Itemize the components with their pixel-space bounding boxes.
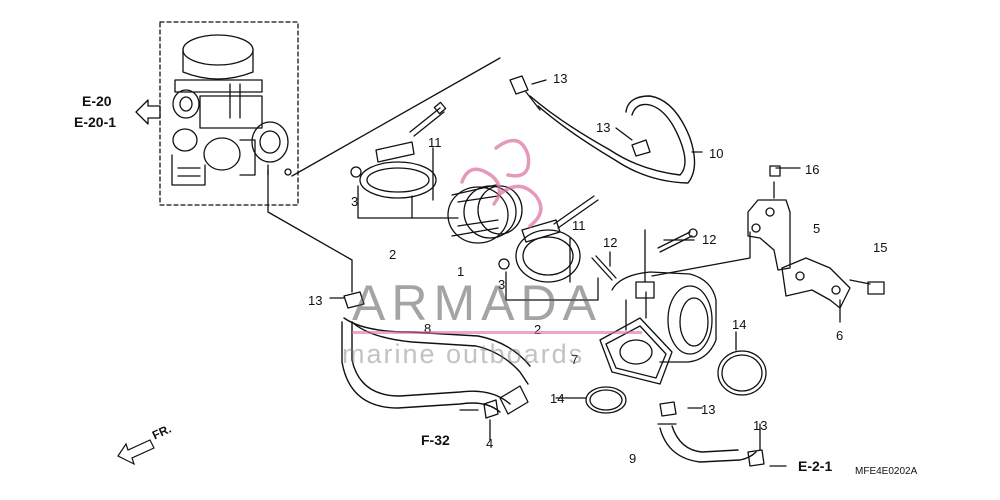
manifold-7: [599, 229, 717, 385]
carburetor-box: [159, 21, 299, 206]
bolt-icon: [409, 101, 447, 137]
intake-joint-1: [447, 184, 523, 244]
left-arrow-icon: [135, 99, 161, 125]
label-12: 12: [603, 235, 618, 250]
bracket-5: [747, 165, 791, 271]
label-8: 8: [424, 321, 432, 336]
label-13: 13: [753, 418, 768, 433]
watermark-title: ARMADA: [352, 275, 602, 331]
ref-e2-1: E-2-1: [798, 458, 833, 474]
label-9: 9: [629, 451, 637, 466]
label-7: 7: [571, 352, 579, 367]
label-15: 15: [873, 240, 888, 255]
label-12: 12: [702, 232, 717, 247]
label-14: 14: [732, 317, 747, 332]
label-2: 2: [389, 247, 397, 262]
label-11: 11: [572, 218, 586, 233]
label-3: 3: [351, 194, 359, 209]
ref-f32: F-32: [421, 432, 450, 448]
carburetor-assembly-icon: [171, 34, 292, 186]
label-13: 13: [553, 71, 568, 86]
label-13: 13: [701, 402, 716, 417]
label-6: 6: [836, 328, 844, 343]
hose-8: [341, 317, 531, 415]
watermark-underline: [352, 331, 642, 334]
label-3: 3: [498, 277, 506, 292]
watermark-subtitle: marine outboards: [342, 339, 585, 369]
label-1: 1: [457, 264, 465, 279]
bracket-6: [781, 257, 871, 309]
label-13: 13: [308, 293, 323, 308]
label-5: 5: [813, 221, 821, 236]
label-2: 2: [534, 322, 542, 337]
clamp-icon: [509, 75, 651, 157]
hose-9: [657, 423, 757, 463]
clamp-2-upper: [350, 141, 437, 199]
watermark-logo: [460, 138, 543, 228]
diagram-code: MFE4E0202A: [855, 466, 918, 477]
clamp-2-lower: [498, 219, 581, 283]
label-16: 16: [805, 162, 820, 177]
label-13: 13: [596, 120, 611, 135]
front-arrow-icon: [117, 439, 155, 466]
ref-e20: E-20: [82, 93, 112, 109]
ref-e20-1: E-20-1: [74, 114, 117, 130]
label-14: 14: [550, 391, 565, 406]
label-4: 4: [486, 436, 494, 451]
hose-10: [525, 91, 696, 184]
label-11: 11: [428, 135, 442, 150]
label-10: 10: [709, 146, 724, 161]
